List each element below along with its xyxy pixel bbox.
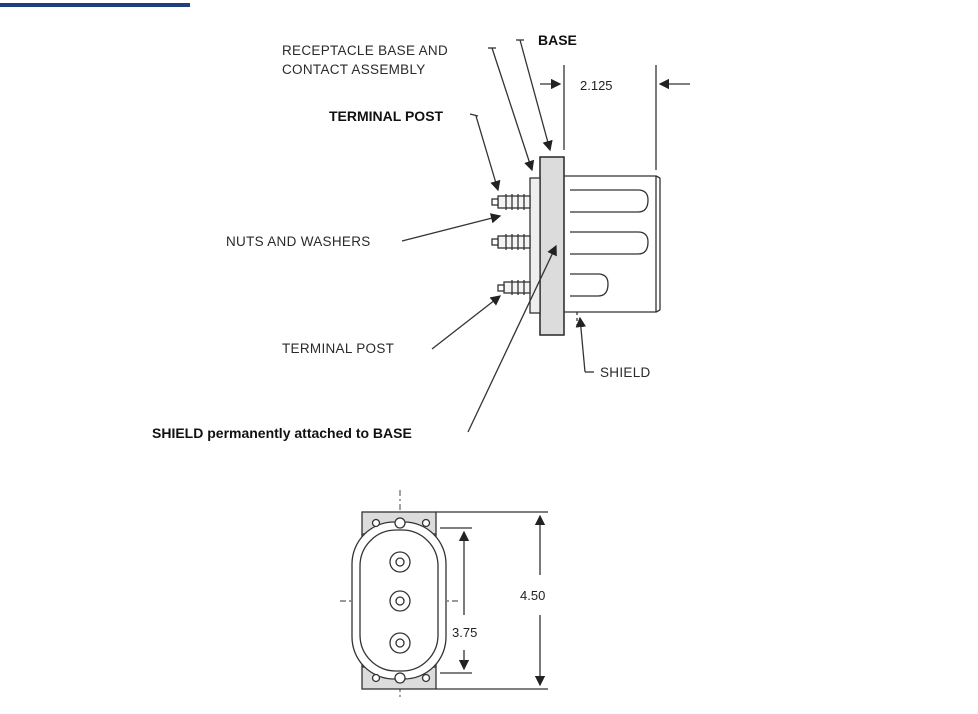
label-receptacle-line2: CONTACT ASSEMBLY <box>282 62 426 77</box>
dimension-inner-height-value: 3.75 <box>452 625 477 640</box>
label-terminal-post-top: TERMINAL POST <box>329 108 444 124</box>
dimension-depth-value: 2.125 <box>580 78 613 93</box>
leader-shield-attached <box>467 244 557 433</box>
terminal-post-middle <box>491 234 531 250</box>
contact-loop-1 <box>570 189 649 213</box>
leader-shield <box>575 316 587 373</box>
label-shield: SHIELD <box>600 365 651 380</box>
contact-loop-3 <box>570 273 609 297</box>
dimension-overall-height <box>436 511 548 690</box>
receptacle-plate <box>529 177 541 314</box>
leader-terminal-post-bottom <box>431 295 502 350</box>
label-base: BASE <box>538 32 577 48</box>
contact-top <box>389 551 411 573</box>
inner-oval <box>359 529 439 672</box>
contact-bottom <box>389 632 411 654</box>
leader-receptacle <box>491 47 535 172</box>
label-receptacle-line1: RECEPTACLE BASE AND <box>282 43 448 58</box>
dimension-overall-height-value: 4.50 <box>520 588 545 603</box>
contact-center <box>389 590 411 612</box>
leader-base <box>519 39 553 152</box>
dimension-depth <box>540 65 690 170</box>
label-terminal-post-bottom: TERMINAL POST <box>282 341 394 356</box>
front-view <box>340 490 548 700</box>
label-nuts-and-washers: NUTS AND WASHERS <box>226 234 371 249</box>
side-view <box>401 39 690 433</box>
dimension-inner-height <box>440 527 472 674</box>
leader-nuts-washers <box>401 213 502 242</box>
base-plate <box>539 156 565 336</box>
terminal-post-upper <box>491 194 531 210</box>
header-accent-bar <box>0 3 190 7</box>
shield-body <box>564 175 657 313</box>
label-shield-attached: SHIELD permanently attached to BASE <box>152 425 412 441</box>
contact-loop-2 <box>570 231 649 255</box>
leader-terminal-post-top <box>475 115 501 192</box>
terminal-post-lower <box>497 280 531 295</box>
